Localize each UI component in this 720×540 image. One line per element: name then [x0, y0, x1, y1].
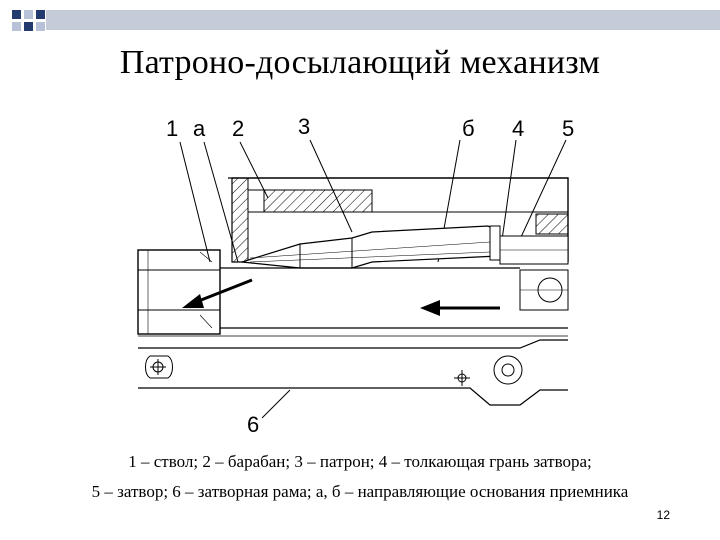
cartridge [241, 225, 501, 269]
deco-square [12, 22, 21, 31]
label-barrel: 1 [166, 116, 178, 141]
header-decoration [12, 10, 720, 31]
bolt-carrier [138, 339, 568, 406]
deco-square [24, 10, 33, 19]
deco-square [12, 10, 21, 19]
caption-line-2: 5 – затвор; 6 – затворная рама; а, б – н… [91, 482, 629, 501]
bolt [499, 213, 569, 311]
label-guide-a: а [193, 116, 206, 141]
label-pushing-face: 4 [512, 116, 524, 141]
label-bolt-carrier: 6 [247, 412, 259, 437]
motion-arrows [182, 278, 500, 316]
page-number: 12 [656, 508, 670, 522]
leader-lines [179, 139, 567, 419]
slide-title: Патроно-досылающий механизм [119, 44, 601, 81]
deco-square [36, 10, 45, 19]
mechanism-diagram: 1 а 2 3 б 4 5 6 [137, 114, 574, 437]
receiver-rails [138, 267, 568, 337]
caption-line-1: 1 – ствол; 2 – барабан; 3 – патрон; 4 – … [128, 452, 592, 471]
header-bar [46, 10, 720, 30]
drum [228, 177, 569, 263]
label-bolt: 5 [562, 116, 574, 141]
label-guide-b: б [462, 116, 475, 141]
label-drum: 2 [232, 116, 244, 141]
deco-square [24, 22, 33, 31]
label-cartridge: 3 [298, 114, 310, 139]
barrel [137, 249, 221, 335]
deco-square [36, 22, 45, 31]
